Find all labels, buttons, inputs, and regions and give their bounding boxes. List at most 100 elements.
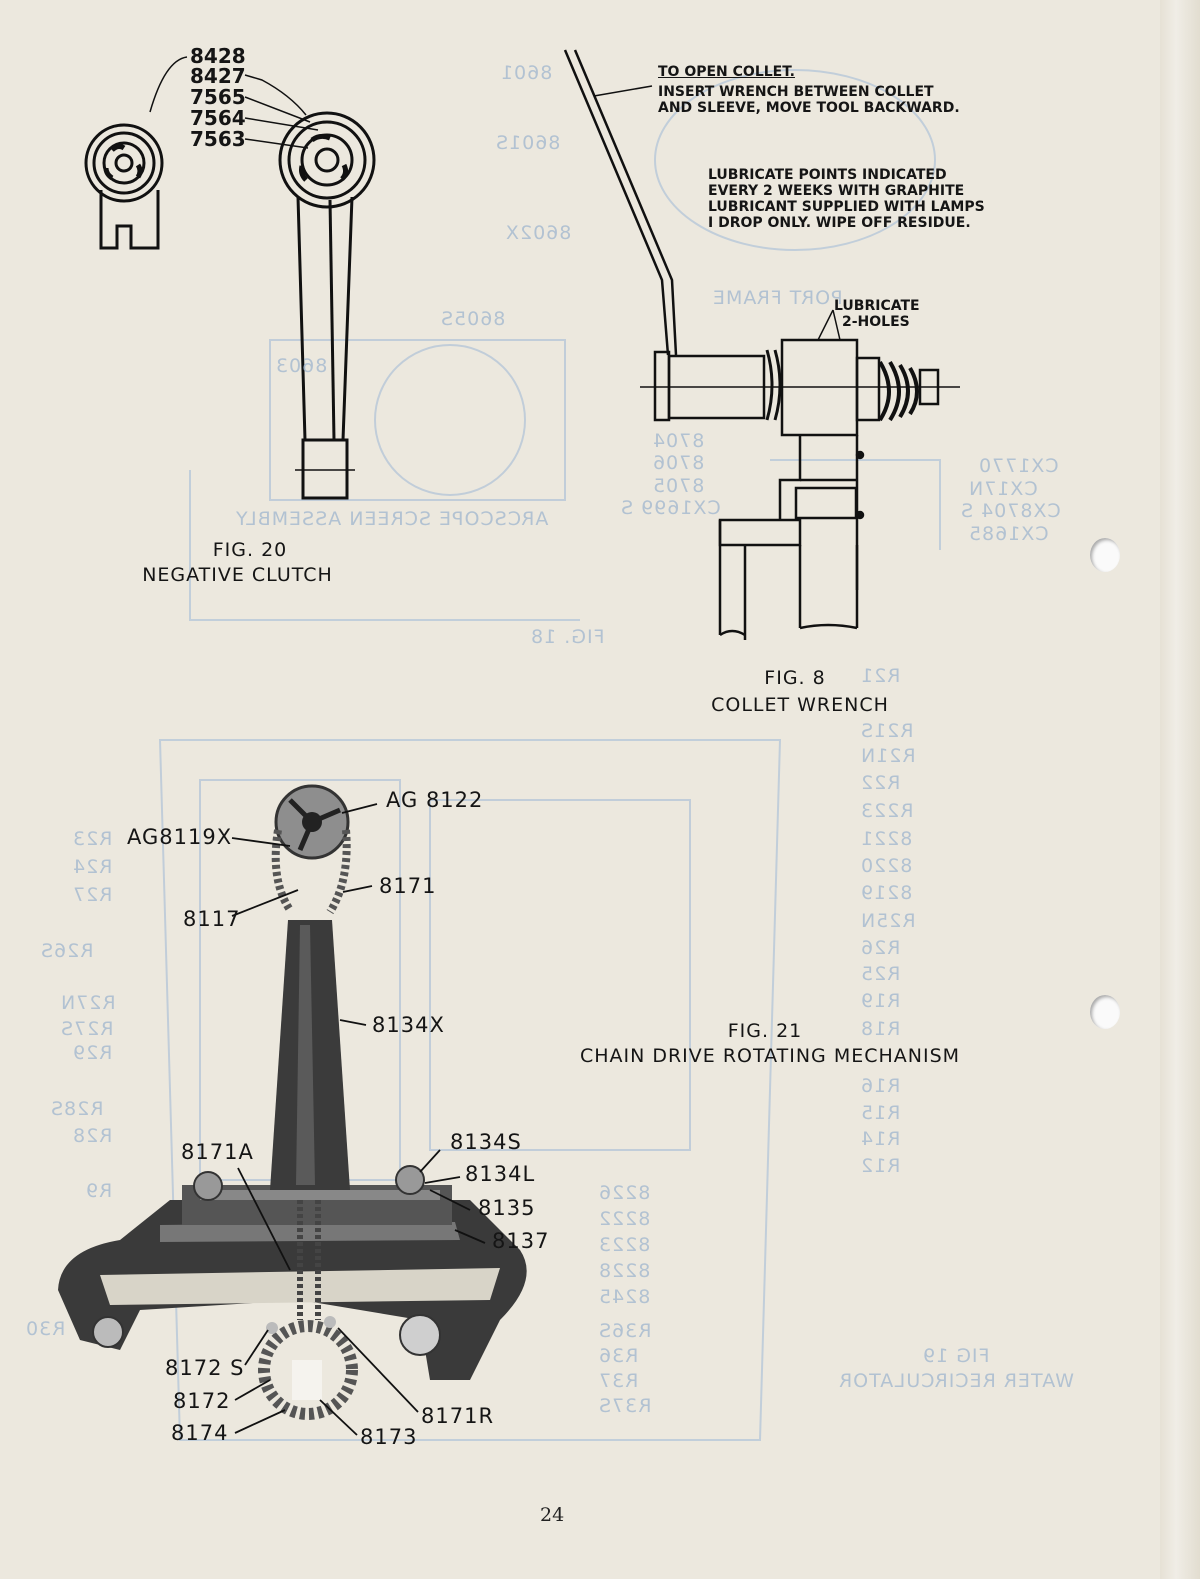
ghost-label: FIG. 18 — [530, 626, 605, 648]
fig8-lube-line: LUBRICANT SUPPLIED WITH LAMPS — [708, 199, 985, 215]
fig21-chain-drive-photo — [58, 784, 527, 1420]
ghost-label: ARCSCOPE SCREEN ASSEMBLY — [235, 508, 549, 530]
fig8-caption-title: COLLET WRENCH — [711, 694, 889, 716]
ghost-label: R37S — [598, 1395, 652, 1417]
fig21-label-8173: 8173 — [360, 1425, 418, 1449]
ghost-label: R23 — [72, 828, 113, 850]
ghost-label: R14 — [860, 1128, 901, 1150]
fig8-lube-line: LUBRICATE POINTS INDICATED — [708, 167, 947, 183]
ghost-label: R27N — [60, 992, 116, 1014]
ghost-label: R27 — [72, 884, 113, 906]
fig21-label-ag8119x: AG8119X — [127, 825, 233, 849]
fig8-caption-number: FIG. 8 — [764, 667, 826, 689]
ghost-label: R36S — [598, 1320, 652, 1342]
ghost-label: CX1685 — [968, 523, 1049, 545]
ghost-label: 8603 — [275, 355, 328, 377]
fig21-caption-number: FIG. 21 — [727, 1020, 803, 1042]
fig21-label-8134x: 8134X — [372, 1013, 445, 1037]
ghost-label: CX1770 — [978, 455, 1059, 477]
ghost-label: 8601 — [500, 62, 553, 84]
fig8-leader — [593, 85, 653, 97]
ghost-label: R18 — [860, 1018, 901, 1040]
ghost-label: FIG 19 — [922, 1345, 990, 1367]
ghost-label: R9 — [85, 1180, 113, 1202]
fig20-caption-title: NEGATIVE CLUTCH — [142, 564, 333, 586]
fig8-lube-holes-label: 2-HOLES — [842, 314, 910, 330]
fig20-caption-number: FIG. 20 — [212, 539, 288, 561]
fig20-label: 8427 — [190, 64, 246, 88]
ghost-label: R21N — [860, 745, 916, 767]
fig8-note-line: AND SLEEVE, MOVE TOOL BACKWARD. — [658, 100, 960, 116]
fig20-label: 8428 — [190, 44, 246, 68]
fig21-label-8135: 8135 — [478, 1196, 536, 1220]
ghost-label: R26 — [860, 937, 901, 959]
ghost-label: R25 — [860, 963, 901, 985]
fig21-label-8137: 8137 — [492, 1229, 550, 1253]
fig21-label-ag8122: AG 8122 — [386, 788, 484, 812]
fig20-label: 7565 — [190, 85, 246, 109]
ghost-label: 8222 — [598, 1208, 651, 1230]
ghost-label: R37 — [598, 1370, 639, 1392]
fig21-leaders — [231, 803, 486, 1436]
ghost-label: 8219 — [860, 882, 913, 904]
ghost-label: 8706 — [652, 452, 705, 474]
fig8-note-line: INSERT WRENCH BETWEEN COLLET — [658, 84, 934, 100]
ghost-label: R26S — [40, 940, 94, 962]
ghost-label: R27S — [60, 1018, 114, 1040]
ghost-label: 8221 — [860, 828, 913, 850]
fig20-label: 7564 — [190, 106, 246, 130]
ghost-label: R12 — [860, 1155, 901, 1177]
ghost-label: R22 — [860, 772, 901, 794]
ghost-label: CX8704 S — [960, 500, 1061, 522]
ghost-label: R16 — [860, 1075, 901, 1097]
fig20-clutch-right — [278, 111, 376, 500]
ghost-label: R223 — [860, 800, 914, 822]
fig21-label-8172s: 8172 S — [165, 1356, 245, 1380]
fig21-label-8171r: 8171R — [421, 1404, 495, 1428]
ghost-label: R21 — [860, 665, 901, 687]
ghost-label: R30 — [25, 1318, 66, 1340]
fig8-collet-wrench — [563, 49, 960, 640]
binder-hole — [1090, 538, 1120, 572]
fig20-label: 7563 — [190, 127, 246, 151]
ghost-label: 8228 — [598, 1260, 651, 1282]
ghost-label: WATER RECIRCULATOR — [838, 1370, 1074, 1392]
ghost-label: 8245 — [598, 1286, 651, 1308]
page-number: 24 — [540, 1504, 565, 1526]
fig21-label-8171: 8171 — [379, 874, 437, 898]
fig21-label-8172: 8172 — [173, 1389, 231, 1413]
ghost-label: 8223 — [598, 1234, 651, 1256]
ghost-label: 8602X — [505, 222, 572, 244]
ghost-label: CX1699 S — [620, 497, 721, 519]
fig8-lube-holes-label: LUBRICATE — [834, 298, 920, 314]
ghost-label: 8605S — [440, 308, 506, 330]
fig8-lube-line: I DROP ONLY. WIPE OFF RESIDUE. — [708, 215, 971, 231]
ghost-label: R21S — [860, 720, 914, 742]
fig21-label-8134l: 8134L — [465, 1162, 536, 1186]
fig21-label-8134s: 8134S — [450, 1130, 522, 1154]
fig20-leaders — [149, 56, 319, 149]
fig8-lube-line: EVERY 2 WEEKS WITH GRAPHITE — [708, 183, 965, 199]
fig8-note-title: TO OPEN COLLET. — [658, 64, 795, 80]
ghost-label: R24 — [72, 856, 113, 878]
ghost-label: 8220 — [860, 855, 913, 877]
page-edge-shadow — [1160, 0, 1200, 1579]
fig21-label-8117: 8117 — [183, 907, 241, 931]
fig21-label-8174: 8174 — [171, 1421, 229, 1445]
ghost-label: CX17N — [968, 478, 1038, 500]
ghost-label: 8704 — [652, 430, 705, 452]
ghost-label: 8601S — [495, 132, 561, 154]
ghost-label: R15 — [860, 1102, 901, 1124]
ghost-label: R28 — [72, 1125, 113, 1147]
fig21-caption-title: CHAIN DRIVE ROTATING MECHANISM — [579, 1045, 961, 1067]
ghost-label: R25N — [860, 910, 916, 932]
ghost-label: R36 — [598, 1345, 639, 1367]
ghost-label: 8226 — [598, 1182, 651, 1204]
ghost-label: R29 — [72, 1042, 113, 1064]
binder-hole — [1090, 995, 1120, 1029]
fig20-clutch-left — [84, 123, 164, 250]
ghost-label: R28S — [50, 1098, 104, 1120]
ghost-label: PORT FRAME — [712, 287, 843, 309]
